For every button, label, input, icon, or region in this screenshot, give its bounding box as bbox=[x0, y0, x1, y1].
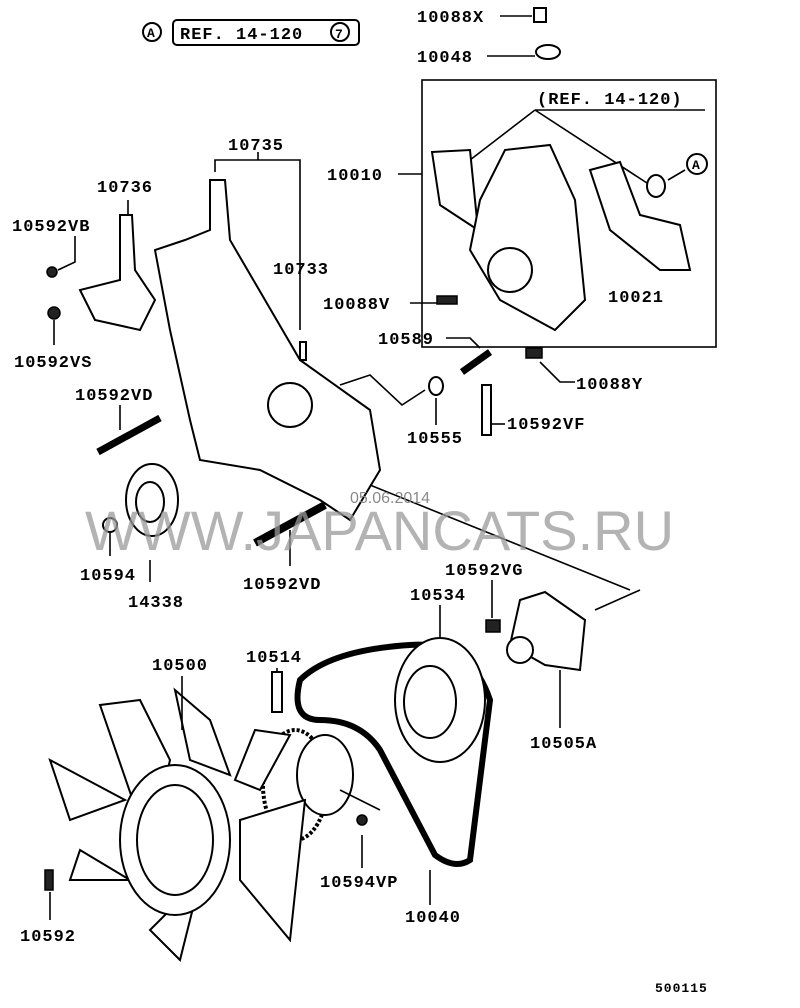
pump-pulley bbox=[487, 247, 533, 293]
leader bbox=[369, 484, 641, 611]
label-10010: 10010 bbox=[327, 167, 383, 186]
bracket-hub bbox=[506, 636, 534, 664]
leader bbox=[429, 605, 441, 905]
fan-clutch-shaft bbox=[271, 671, 283, 713]
label-10088V: 10088V bbox=[323, 296, 390, 315]
label-10088X: 10088X bbox=[417, 9, 484, 28]
leader bbox=[446, 337, 481, 349]
crank-pulley-inner bbox=[403, 665, 457, 739]
label-10594: 10594 bbox=[80, 567, 136, 586]
label-10505A: 10505A bbox=[530, 735, 597, 754]
ref-marker: A bbox=[147, 26, 156, 41]
label-10736: 10736 bbox=[97, 179, 153, 198]
label-10733: 10733 bbox=[273, 261, 329, 280]
bolt-10592 bbox=[44, 869, 54, 891]
label-10040: 10040 bbox=[405, 909, 461, 928]
bracket-10736 bbox=[78, 214, 157, 332]
arrow bbox=[667, 169, 686, 181]
plate-10048 bbox=[535, 44, 561, 60]
gasket-10021 bbox=[588, 160, 692, 271]
water-pump bbox=[468, 143, 587, 332]
bolt-10088Y bbox=[525, 347, 543, 359]
bolt-10592VB bbox=[46, 266, 58, 278]
label-10088Y: 10088Y bbox=[576, 376, 643, 395]
box-marker: A bbox=[692, 158, 701, 173]
nut-10594 bbox=[102, 517, 118, 533]
bolt-10592VG bbox=[485, 619, 501, 633]
ref-number-circle bbox=[330, 22, 350, 42]
label-10735: 10735 bbox=[228, 137, 284, 156]
label-10021: 10021 bbox=[608, 289, 664, 308]
gasket-left bbox=[430, 148, 480, 232]
bolt-10088X bbox=[533, 7, 547, 23]
washer-10555 bbox=[428, 376, 444, 396]
label-10514: 10514 bbox=[246, 649, 302, 668]
bolt-10592VS bbox=[47, 306, 61, 320]
bolt-10589 bbox=[459, 349, 493, 375]
label-10592VS: 10592VS bbox=[14, 354, 92, 373]
leader bbox=[57, 200, 129, 271]
leader bbox=[398, 15, 535, 175]
label-10592VB: 10592VB bbox=[12, 218, 90, 237]
idler-pulley-hub bbox=[135, 481, 165, 523]
label-10594VP: 10594VP bbox=[320, 874, 398, 893]
nut-10594VP bbox=[356, 814, 368, 826]
box-marker-circle bbox=[686, 153, 708, 175]
label-14338: 14338 bbox=[128, 594, 184, 613]
label-10048: 10048 bbox=[417, 49, 473, 68]
bracket-hole bbox=[267, 382, 313, 428]
label-10592VD-b: 10592VD bbox=[243, 576, 321, 595]
ref-box bbox=[172, 19, 360, 46]
fan-hub-inner bbox=[136, 784, 214, 896]
fan-clutch-body bbox=[296, 734, 354, 816]
watermark-date: 05.06.2014 bbox=[350, 490, 430, 507]
label-10592VF: 10592VF bbox=[507, 416, 585, 435]
label-10592VD-a: 10592VD bbox=[75, 387, 153, 406]
leader bbox=[539, 361, 575, 383]
label-10592VG: 10592VG bbox=[445, 562, 523, 581]
leader bbox=[339, 374, 437, 425]
label-10592: 10592 bbox=[20, 928, 76, 947]
leader bbox=[276, 668, 381, 868]
bolt-10592VD-a bbox=[96, 414, 162, 456]
ref-number: 7 bbox=[335, 27, 344, 42]
label-10534: 10534 bbox=[410, 587, 466, 606]
belt-10040 bbox=[294, 641, 494, 867]
bracket-10735 bbox=[153, 179, 382, 522]
stud-10592VF bbox=[481, 384, 492, 436]
ref-marker-circle bbox=[142, 22, 162, 42]
o-ring bbox=[646, 174, 666, 198]
box-ref-text: (REF. 14-120) bbox=[537, 91, 683, 110]
ref-text: REF. 14-120 bbox=[180, 26, 303, 45]
water-pump-box bbox=[421, 79, 717, 348]
label-10500: 10500 bbox=[152, 657, 208, 676]
leader bbox=[469, 109, 705, 186]
diagram-id: 500115 bbox=[655, 981, 708, 996]
label-10589: 10589 bbox=[378, 331, 434, 350]
pin-10733 bbox=[299, 341, 307, 361]
watermark: WWW.JAPANCATS.RU bbox=[85, 499, 674, 562]
leader bbox=[214, 152, 301, 330]
label-10555: 10555 bbox=[407, 430, 463, 449]
bolt-10088V bbox=[436, 295, 458, 305]
bolt-10592VD-b bbox=[253, 501, 327, 547]
